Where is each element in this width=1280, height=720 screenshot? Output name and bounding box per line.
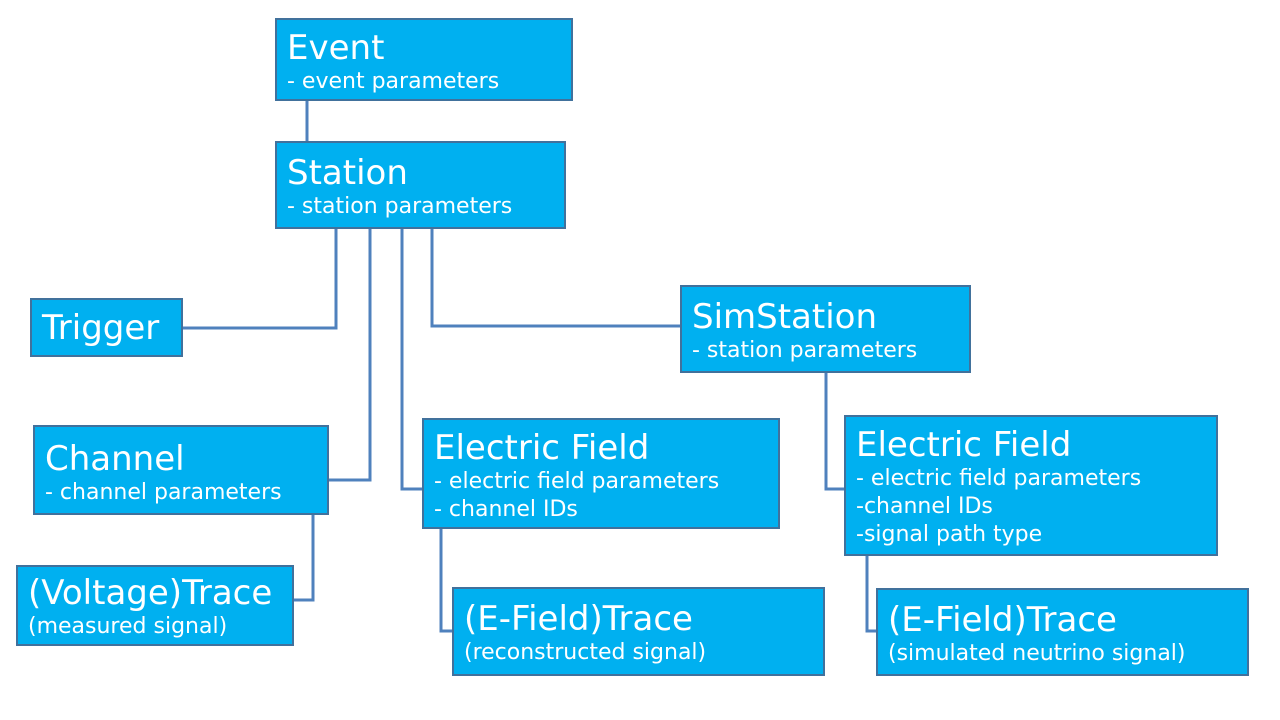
sim-electric-field-signal-path-line: -signal path type <box>856 522 1043 547</box>
efield-trace-title: (E-Field)Trace <box>464 599 693 639</box>
voltage-trace-box: (Voltage)Trace (measured signal) <box>16 565 294 646</box>
sim-electric-field-param-line: - electric field parameters <box>856 466 1142 491</box>
event-title: Event <box>287 28 385 68</box>
electric-field-box: Electric Field - electric field paramete… <box>422 418 780 529</box>
simstation-param-line: - station parameters <box>692 338 918 363</box>
sim-electric-field-title: Electric Field <box>856 425 1072 465</box>
connector-electric-field-trace <box>439 528 453 633</box>
trigger-box: Trigger <box>30 298 183 357</box>
connector-station-trigger <box>182 228 338 330</box>
voltage-trace-caption: (measured signal) <box>28 614 228 639</box>
connector-channel-voltage-trace <box>292 514 315 602</box>
connector-simstation-electric-field <box>824 372 845 491</box>
efield-trace-box: (E-Field)Trace (reconstructed signal) <box>452 587 825 676</box>
connector-station-simstation <box>430 228 681 328</box>
channel-box: Channel - channel parameters <box>33 425 329 515</box>
efield-trace-caption: (reconstructed signal) <box>464 640 707 665</box>
channel-param-line: - channel parameters <box>45 480 282 505</box>
channel-title: Channel <box>45 439 185 479</box>
connector-sim-electric-field-trace <box>865 555 877 633</box>
connector-station-electric-field <box>400 228 423 491</box>
sim-electric-field-box: Electric Field - electric field paramete… <box>844 415 1218 556</box>
station-box: Station - station parameters <box>275 141 566 229</box>
station-param-line: - station parameters <box>287 194 513 219</box>
electric-field-channel-ids-line: - channel IDs <box>434 497 578 522</box>
sim-efield-trace-caption: (simulated neutrino signal) <box>888 641 1186 666</box>
simstation-box: SimStation - station parameters <box>680 285 971 373</box>
sim-efield-trace-title: (E-Field)Trace <box>888 600 1117 640</box>
sim-electric-field-channel-ids-line: -channel IDs <box>856 494 993 519</box>
electric-field-title: Electric Field <box>434 428 650 468</box>
event-box: Event - event parameters <box>275 18 573 101</box>
sim-efield-trace-box: (E-Field)Trace (simulated neutrino signa… <box>876 588 1249 676</box>
connector-station-channel <box>327 228 372 482</box>
voltage-trace-title: (Voltage)Trace <box>28 573 273 613</box>
event-param-line: - event parameters <box>287 69 500 94</box>
simstation-title: SimStation <box>692 297 878 337</box>
station-title: Station <box>287 153 408 193</box>
electric-field-param-line: - electric field parameters <box>434 469 720 494</box>
trigger-title: Trigger <box>42 308 160 348</box>
